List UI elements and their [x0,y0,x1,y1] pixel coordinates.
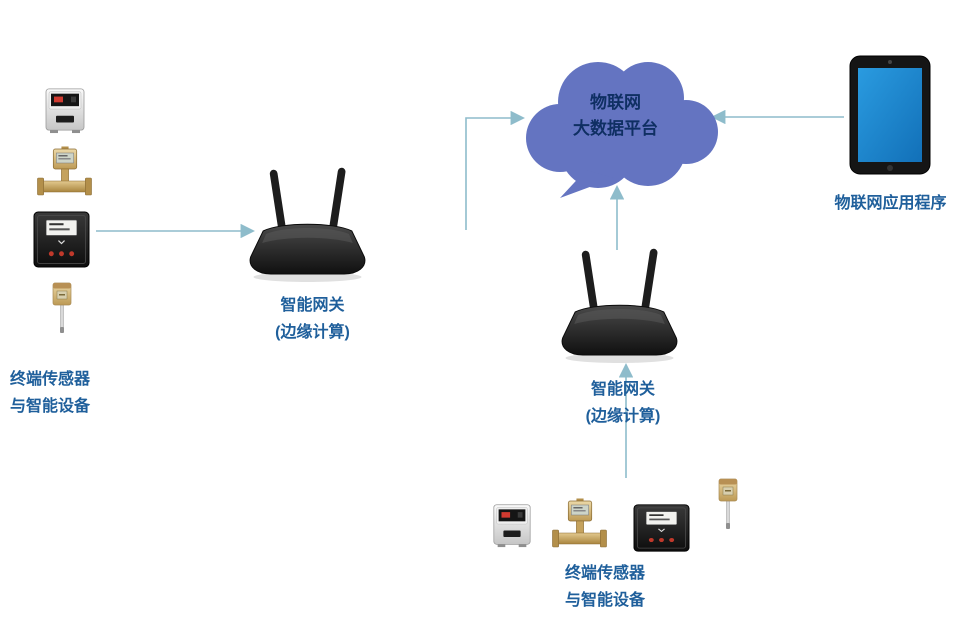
flow-meter-icon [37,146,92,198]
cloud-label: 物联网 大数据平台 [498,90,733,142]
arrow-gateway-left-to-cloud [465,110,525,230]
gas-meter-icon [490,502,534,548]
devices-left-label-line2: 与智能设备 [10,398,91,415]
flow-meter-icon [552,498,607,550]
devices-bottom-label-line1: 终端传感器 [565,565,646,582]
control-panel-icon [633,504,690,552]
gateway-right-label-line2: (边缘计算) [585,408,661,425]
gateway-right-label-line1: 智能网关 [590,381,655,398]
gateway-right-router-icon [552,246,687,366]
devices-left-label: 终端传感器 与智能设备 [10,366,140,420]
probe-sensor-icon [716,478,740,530]
cloud-label-line2: 大数据平台 [573,119,658,138]
gateway-left-router-icon [240,165,375,285]
gateway-left-label: 智能网关 (边缘计算) [250,292,375,346]
app-label: 物联网应用程序 [834,195,947,212]
devices-left-label-line1: 终端传感器 [10,371,91,388]
cloud-icon [498,50,733,202]
probe-sensor-icon [50,282,74,334]
gateway-right-label: 智能网关 (边缘计算) [558,376,688,430]
gateway-left-label-line1: 智能网关 [280,297,345,314]
devices-bottom-label: 终端传感器 与智能设备 [565,560,695,614]
control-panel-icon [33,211,90,268]
tablet-icon [848,54,932,176]
devices-bottom-label-line2: 与智能设备 [565,592,646,609]
gas-meter-icon [42,86,88,134]
gateway-left-label-line2: (边缘计算) [275,324,350,341]
cloud-label-line1: 物联网 [590,93,641,112]
